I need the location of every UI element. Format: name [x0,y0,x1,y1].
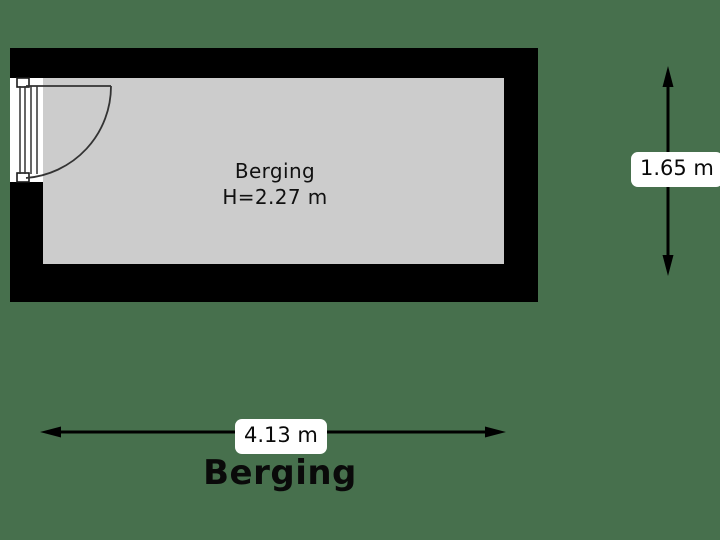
dimension-label-width: 4.13 m [235,419,327,454]
dimension-vertical-arrow-bottom [662,255,674,276]
dimension-horizontal-arrow-left [40,426,61,438]
door-opening-gap [10,78,43,182]
room-floor-fill [43,78,504,264]
dimension-horizontal-arrow-right [485,426,506,438]
room-label: Berging H=2.27 m [180,158,370,210]
door-assembly [16,77,112,183]
room-name-text: Berging [234,159,316,183]
door-swing-arc [25,85,112,179]
plan-title: Berging [203,453,357,493]
room-height-text: H=2.27 m [222,185,328,209]
dimension-label-depth: 1.65 m [631,152,720,187]
room-walls [10,48,538,302]
door-jamb-top [16,77,30,88]
dimension-vertical-arrow-top [662,66,674,87]
